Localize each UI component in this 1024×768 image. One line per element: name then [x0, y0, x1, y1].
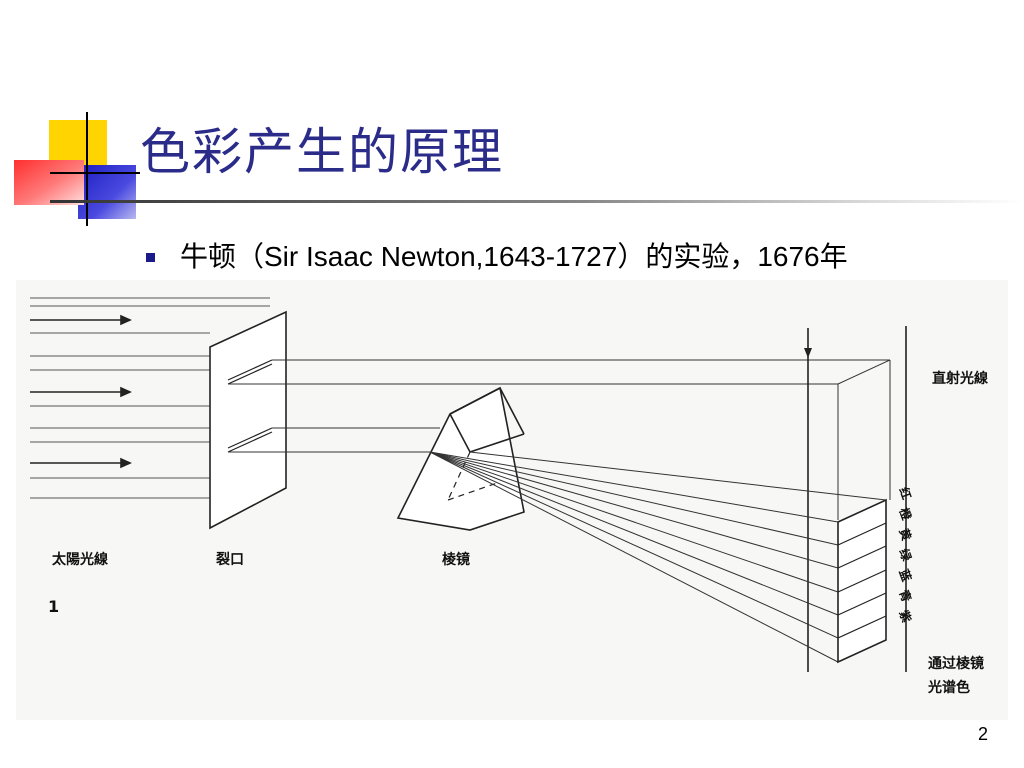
- spectrum-color-label: 青: [896, 587, 914, 603]
- spectrum-color-label: 紫: [896, 608, 914, 624]
- page-number: 2: [978, 724, 989, 744]
- title-underline: [50, 200, 1024, 203]
- figure-number: 1: [48, 597, 59, 616]
- label-spectrum-line1: 通过棱镜: [928, 655, 984, 672]
- sunlight-rays: [30, 297, 270, 499]
- label-sunlight: 太陽光線: [52, 551, 108, 568]
- deco-red-square: [14, 160, 84, 205]
- ray-arrows: [30, 314, 132, 469]
- spectrum-color-label: 蓝: [896, 567, 914, 583]
- slide-title: 色彩产生的原理: [140, 123, 504, 181]
- spectrum-color-label: 黄: [896, 526, 914, 542]
- label-prism: 棱镜: [442, 551, 470, 568]
- label-slit: 裂口: [215, 551, 244, 568]
- bullet-marker: [146, 253, 155, 262]
- label-spectrum-line2: 光谱色: [927, 679, 970, 696]
- deco-horizontal-line: [50, 172, 140, 174]
- label-direct-light: 直射光線: [932, 370, 988, 387]
- bullet-text: 牛顿（Sir Isaac Newton,1643-1727）的实验，1676年: [180, 241, 848, 272]
- direct-beam: [228, 359, 891, 520]
- deco-vertical-line: [86, 112, 88, 226]
- spectrum-color-label: 红: [896, 485, 914, 501]
- spectrum-rays: [429, 451, 887, 663]
